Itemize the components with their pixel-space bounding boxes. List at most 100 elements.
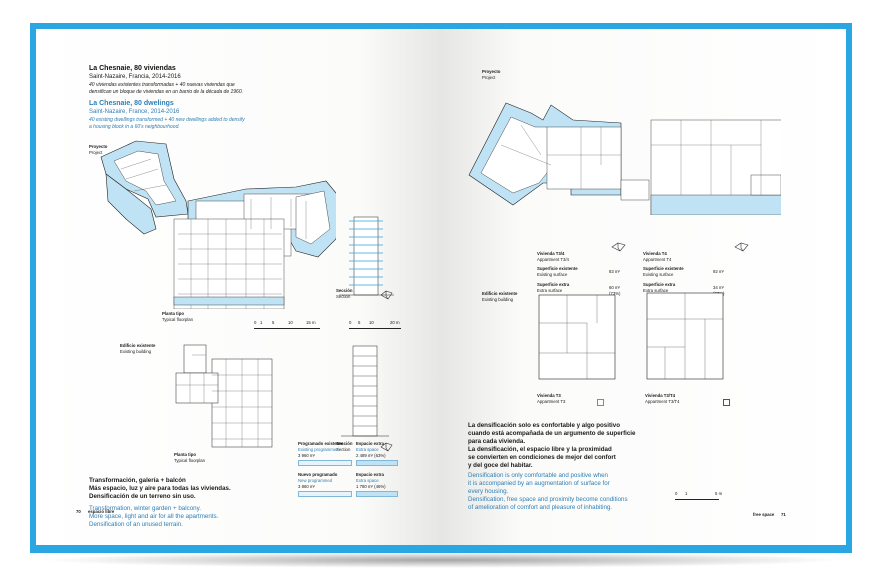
stat-label-en: Extra space (356, 447, 379, 452)
existing-label-en: Existing building (120, 349, 152, 354)
section-label-en-1: Section (336, 294, 351, 299)
stat-value: 3 960 m² (298, 453, 315, 458)
typical-floorplan-2: Typical floorplan (174, 458, 206, 463)
stat-value: 3 860 m² (298, 484, 315, 489)
stat-bar (356, 491, 398, 497)
body-es-1: Transformación, galería + balcón (89, 477, 186, 484)
page-number-left: 70 (76, 509, 81, 514)
existing-label-es: Edificio existente (120, 343, 156, 348)
stat-label-en: New programmed (298, 478, 333, 483)
desc-es-1: 40 viviendas existentes transformadas + … (89, 82, 235, 88)
scale-bar-1: 0 1 5 10 15 m (254, 320, 324, 330)
project-title-en: La Chesnaie, 80 dwelings (89, 100, 174, 107)
stat-label-en: Extra space (356, 478, 379, 483)
stat-bar (356, 460, 398, 466)
rbody-en-5: of amelioration of comfort and pleasure … (468, 504, 613, 511)
viv-t4-en: Appartment T4 (643, 257, 672, 262)
project-label-es-r: Proyecto (482, 69, 501, 74)
desc-en-1: 40 existing dwellings transformed + 40 n… (89, 117, 245, 123)
viv-t3-es: Vivienda T3 (537, 393, 561, 398)
existing-label-es-r: Edificio existente (482, 291, 518, 296)
marker-icon (723, 399, 730, 406)
sup-exist-en-a: Existing surface (537, 272, 568, 277)
sup-exist-es-b: Superficie existente (643, 266, 684, 271)
project-label-es: Proyecto (89, 144, 108, 149)
viv-t4-es: Vivienda T4 (643, 251, 667, 256)
stat-value: 2 489 m² (63%) (356, 453, 386, 458)
existing-plan-t3 (537, 293, 617, 383)
rbody-es-3: para cada vivienda. (468, 438, 526, 445)
stat-value: 1 780 m² (46%) (356, 484, 386, 489)
stat-label: Espacio extra (356, 441, 384, 446)
viv-t3t4-en: Appartment T3/T4 (645, 399, 680, 404)
scale-bar-right: 0 1 5 m (675, 491, 723, 501)
rbody-es-4: La densificación, el espacio libre y la … (468, 446, 612, 453)
section-drawing-new (339, 215, 394, 297)
rbody-en-4: Densification, free space and proximity … (468, 496, 628, 503)
typical-floorplan-1: Typical floorplan (162, 317, 194, 322)
rbody-en-2: it is accompanied by an augmentation of … (468, 480, 610, 487)
area-exist-a: 83 m² (609, 269, 620, 274)
planta-tipo-1: Planta tipo (162, 311, 184, 316)
desc-en-2: a housing block in a 60's neighbourhood. (89, 124, 180, 130)
viv-t34-en: Appartment T3/4 (537, 257, 569, 262)
area-extra-b: 34 m² (713, 285, 724, 290)
footer-left: espacio libre (88, 509, 115, 514)
project-location: Saint-Nazaire, Francia, 2014-2016 (89, 74, 181, 80)
axonometric-icon-r1 (611, 241, 627, 253)
area-extra-a: 60 m² (609, 285, 620, 290)
area-extra-pct-a: (73%) (609, 291, 621, 296)
sup-extra-en-a: Extra surface (537, 288, 563, 293)
existing-plan-t3t4 (645, 291, 725, 383)
stat-bar (298, 491, 352, 497)
rbody-es-2: cuando está acompañada de un argumento d… (468, 430, 636, 437)
page-number-right: 71 (781, 512, 786, 517)
body-en-2: More space, light and air for all the ap… (89, 513, 219, 520)
rbody-en-1: Densification is only comfortable and po… (468, 472, 608, 479)
rbody-es-1: La densificación solo es confortable y a… (468, 422, 620, 429)
sup-exist-en-b: Existing surface (643, 272, 674, 277)
footer-right: free space (753, 512, 775, 517)
viv-t3t4-es: Vivienda T3/T4 (645, 393, 676, 398)
existing-floorplan (174, 341, 282, 449)
existing-label-en-r: Existing building (482, 297, 514, 302)
rbody-es-5: se convierten en condiciones de mejor de… (468, 454, 616, 461)
body-en-3: Densification of an unused terrain. (89, 521, 183, 528)
section-drawing-existing (341, 344, 389, 439)
stat-label: Nuevo programado (298, 472, 338, 477)
scale-bar-2: 0 5 10 20 m (349, 320, 409, 330)
marker-icon (597, 399, 604, 406)
project-label-en: Project (89, 150, 103, 155)
viv-t3-en: Appartment T3 (537, 399, 566, 404)
section-label-es-2: Sección (336, 441, 353, 446)
axonometric-icon (380, 289, 394, 301)
desc-es-2: densifican un bloque de viviendas en un … (89, 89, 244, 95)
section-label-es-1: Sección (336, 288, 353, 293)
sup-extra-es-b: Superficie extra (643, 282, 676, 287)
body-en-1: Transformation, winter garden + balcony. (89, 505, 201, 512)
stat-bar (298, 460, 352, 466)
project-label-en-r: Project (482, 75, 496, 80)
left-page: La Chesnaie, 80 viviendas Saint-Nazaire,… (36, 29, 441, 545)
rbody-en-3: every housing. (468, 488, 509, 495)
right-page: Proyecto Project Vivienda T3/4 Appartmen… (441, 29, 846, 545)
project-floorplan (96, 139, 336, 309)
sup-extra-en-b: Extra surface (643, 288, 669, 293)
rbody-es-6: y del goce del habitar. (468, 462, 533, 469)
viv-t34-es: Vivienda T3/4 (537, 251, 565, 256)
body-es-2: Más espacio, luz y aire para todas las v… (89, 485, 231, 492)
section-label-en-2: Section (336, 447, 351, 452)
axonometric-icon-r2 (734, 241, 750, 253)
stat-label: Programado existente (298, 441, 344, 446)
planta-tipo-2: Planta tipo (174, 452, 196, 457)
book-shadow (40, 552, 845, 568)
stat-label: Espacio extra (356, 472, 384, 477)
body-es-3: Densificación de un terreno sin uso. (89, 493, 196, 500)
project-title: La Chesnaie, 80 viviendas (89, 65, 176, 72)
sup-exist-es-a: Superficie existente (537, 266, 578, 271)
project-location-en: Saint-Nazaire, France, 2014-2016 (89, 109, 180, 115)
area-exist-b: 92 m² (713, 269, 724, 274)
apartment-project-plan (461, 65, 781, 215)
stat-label-en: Existing programmed (298, 447, 339, 452)
sup-extra-es-a: Superficie extra (537, 282, 570, 287)
